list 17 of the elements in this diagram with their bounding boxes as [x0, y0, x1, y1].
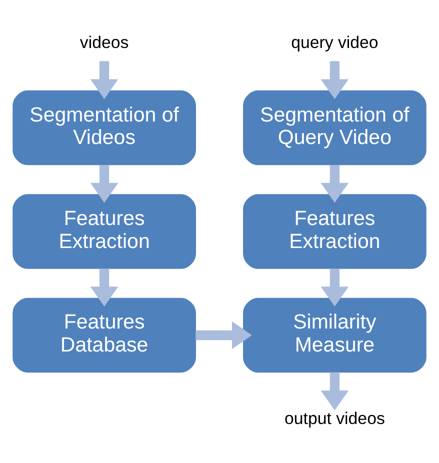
- arrow: [320, 268, 349, 307]
- arrow: [90, 61, 118, 100]
- node-text: output videos: [284, 409, 385, 428]
- node-text: query video: [291, 32, 378, 52]
- arrow: [90, 164, 118, 203]
- node-box: Segmentation of Query Video: [243, 90, 426, 166]
- node-box: Features Extraction: [243, 194, 426, 269]
- node-box: Similarity Measure: [243, 298, 426, 373]
- node-box: Features Extraction: [12, 194, 196, 269]
- arrow: [320, 61, 349, 100]
- arrow: [320, 372, 349, 410]
- arrow: [90, 268, 118, 307]
- arrow: [320, 164, 349, 203]
- node-box: Features Database: [12, 298, 196, 373]
- node-box: Segmentation of Videos: [12, 90, 196, 166]
- node-text: videos: [80, 32, 129, 52]
- arrow: [196, 321, 252, 350]
